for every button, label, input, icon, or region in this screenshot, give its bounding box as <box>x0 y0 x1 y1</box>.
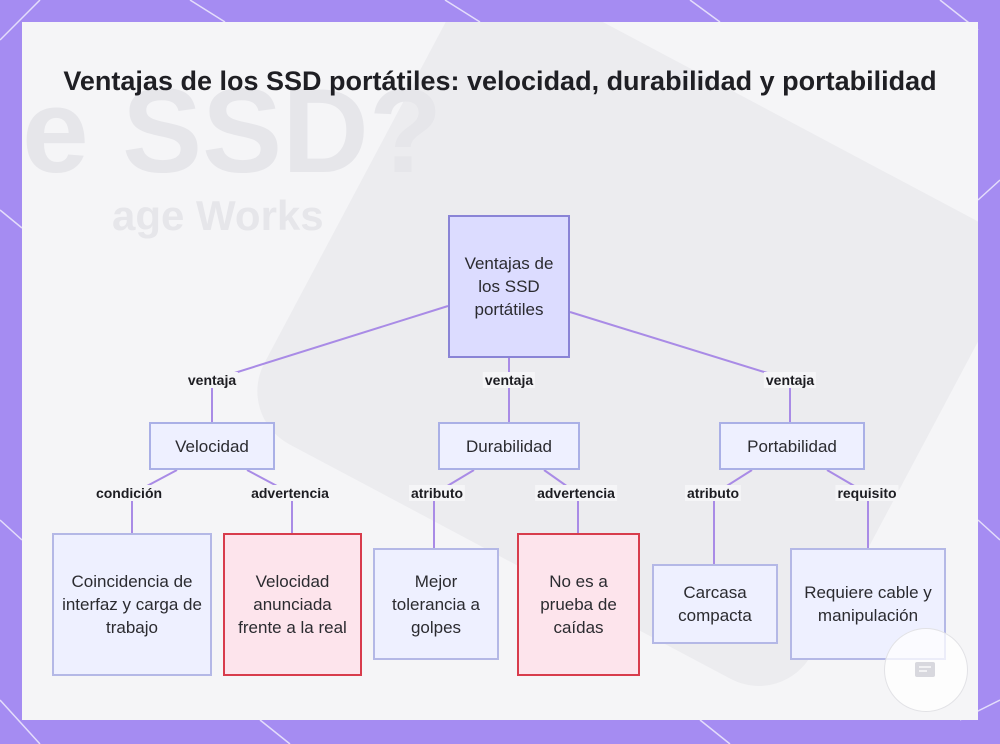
edge-portabilidad-cable <box>826 469 869 548</box>
node-carcasa-label: Carcasa compacta <box>678 583 752 625</box>
edge-root-portabilidad <box>569 311 791 422</box>
node-requiere-cable: Requiere cable y manipulación <box>790 548 946 660</box>
node-velocidad: Velocidad <box>149 422 275 470</box>
edge-label-requisito: requisito <box>835 485 899 501</box>
edge-label-root-durabilidad: ventaja <box>482 372 536 388</box>
node-durabilidad-label: Durabilidad <box>466 436 552 456</box>
edge-velocidad-anunciada <box>246 469 293 533</box>
edge-label-advertencia-durabilidad: advertencia <box>535 485 617 501</box>
node-portabilidad-label: Portabilidad <box>747 436 837 456</box>
edge-durabilidad-tolerancia <box>433 469 475 548</box>
edge-velocidad-coincidencia <box>131 469 178 533</box>
logo-badge-icon <box>884 628 968 712</box>
node-durabilidad: Durabilidad <box>438 422 580 470</box>
node-coincidencia-label: Coincidencia de interfaz y carga de trab… <box>62 572 202 637</box>
node-mejor-tolerancia-label: Mejor tolerancia a golpes <box>392 571 480 637</box>
badge-glyph-icon <box>915 662 935 677</box>
node-velocidad-label: Velocidad <box>175 436 249 456</box>
diagram-title-text: Ventajas de los SSD portátiles: velocida… <box>63 66 937 96</box>
node-carcasa: Carcasa compacta <box>652 564 778 644</box>
edge-label-condicion: condición <box>93 485 165 501</box>
node-velocidad-anunciada-label: Velocidad anunciada frente a la real <box>238 572 347 637</box>
node-root: Ventajas de los SSD portátiles <box>448 215 570 358</box>
edge-label-advertencia-velocidad: advertencia <box>249 485 331 501</box>
edge-label-root-velocidad: ventaja <box>185 372 239 388</box>
node-mejor-tolerancia: Mejor tolerancia a golpes <box>373 548 499 660</box>
edge-root-velocidad <box>211 305 449 422</box>
node-coincidencia: Coincidencia de interfaz y carga de trab… <box>52 533 212 676</box>
diagram-card: e SSD? age Works Ventajas de los SSD por… <box>22 22 978 720</box>
node-velocidad-anunciada: Velocidad anunciada frente a la real <box>223 533 362 676</box>
edge-label-atributo-durabilidad: atributo <box>408 485 466 501</box>
background-watermark-text: e SSD? <box>22 64 443 198</box>
background-watermark-subtext: age Works <box>112 192 324 239</box>
edge-durabilidad-no-prueba <box>543 469 579 533</box>
node-no-prueba: No es a prueba de caídas <box>517 533 640 676</box>
node-requiere-cable-label: Requiere cable y manipulación <box>804 583 932 625</box>
edge-label-root-portabilidad: ventaja <box>763 372 817 388</box>
node-root-label: Ventajas de los SSD portátiles <box>464 254 554 319</box>
node-portabilidad: Portabilidad <box>719 422 865 470</box>
edge-label-atributo-portabilidad: atributo <box>684 485 742 501</box>
node-no-prueba-label: No es a prueba de caídas <box>540 572 617 637</box>
diagram-title: Ventajas de los SSD portátiles: velocida… <box>22 64 978 99</box>
